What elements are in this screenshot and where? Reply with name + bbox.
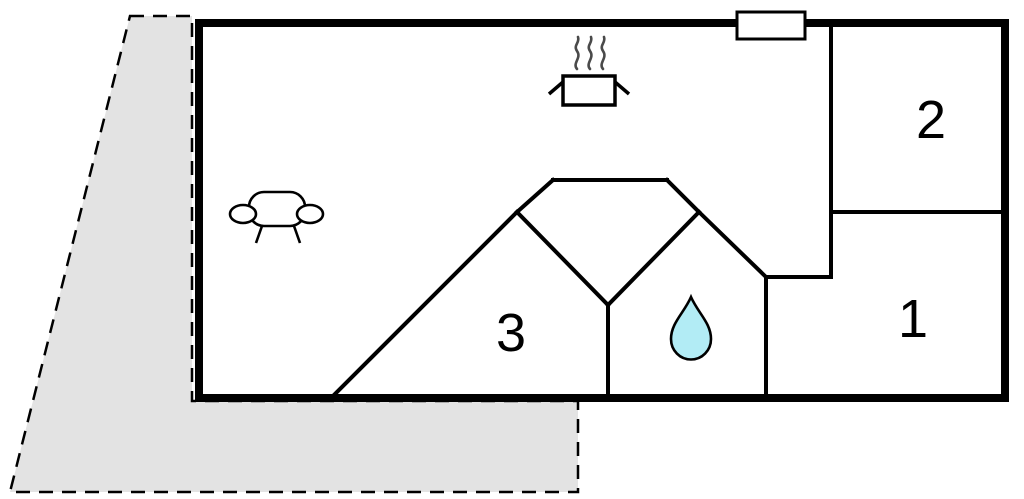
- steam-wave: [600, 35, 606, 71]
- interior-walls: [328, 21, 1007, 401]
- stove-pot: [561, 74, 617, 107]
- sofa-leg-left: [254, 225, 264, 244]
- stove-handle-right: [613, 80, 631, 96]
- wall-inner-left-diagonal: [514, 209, 611, 308]
- water-drop-icon: [669, 293, 713, 361]
- room-3-label: 3: [496, 303, 526, 363]
- sofa-body: [247, 190, 307, 228]
- wall-inner-right-diagonal: [605, 209, 702, 308]
- steam-icon: [574, 35, 606, 71]
- sofa-leg-right: [292, 225, 302, 244]
- sofa-armrest-right: [295, 203, 325, 225]
- wall-shower-diagonal: [696, 209, 769, 280]
- wall-bath-topright: [664, 177, 702, 215]
- wall-room3-diagonal: [328, 209, 520, 401]
- sofa-icon: [228, 190, 325, 244]
- stove-icon: [547, 74, 631, 107]
- wall-bath-topleft: [514, 177, 556, 215]
- room-1-label: 1: [898, 289, 928, 349]
- chimney-symbol: [735, 10, 807, 41]
- steam-wave: [574, 35, 580, 71]
- stove-handle-left: [547, 80, 565, 96]
- room-2-label: 2: [916, 90, 946, 150]
- sofa-armrest-left: [228, 203, 258, 225]
- steam-wave: [587, 35, 593, 71]
